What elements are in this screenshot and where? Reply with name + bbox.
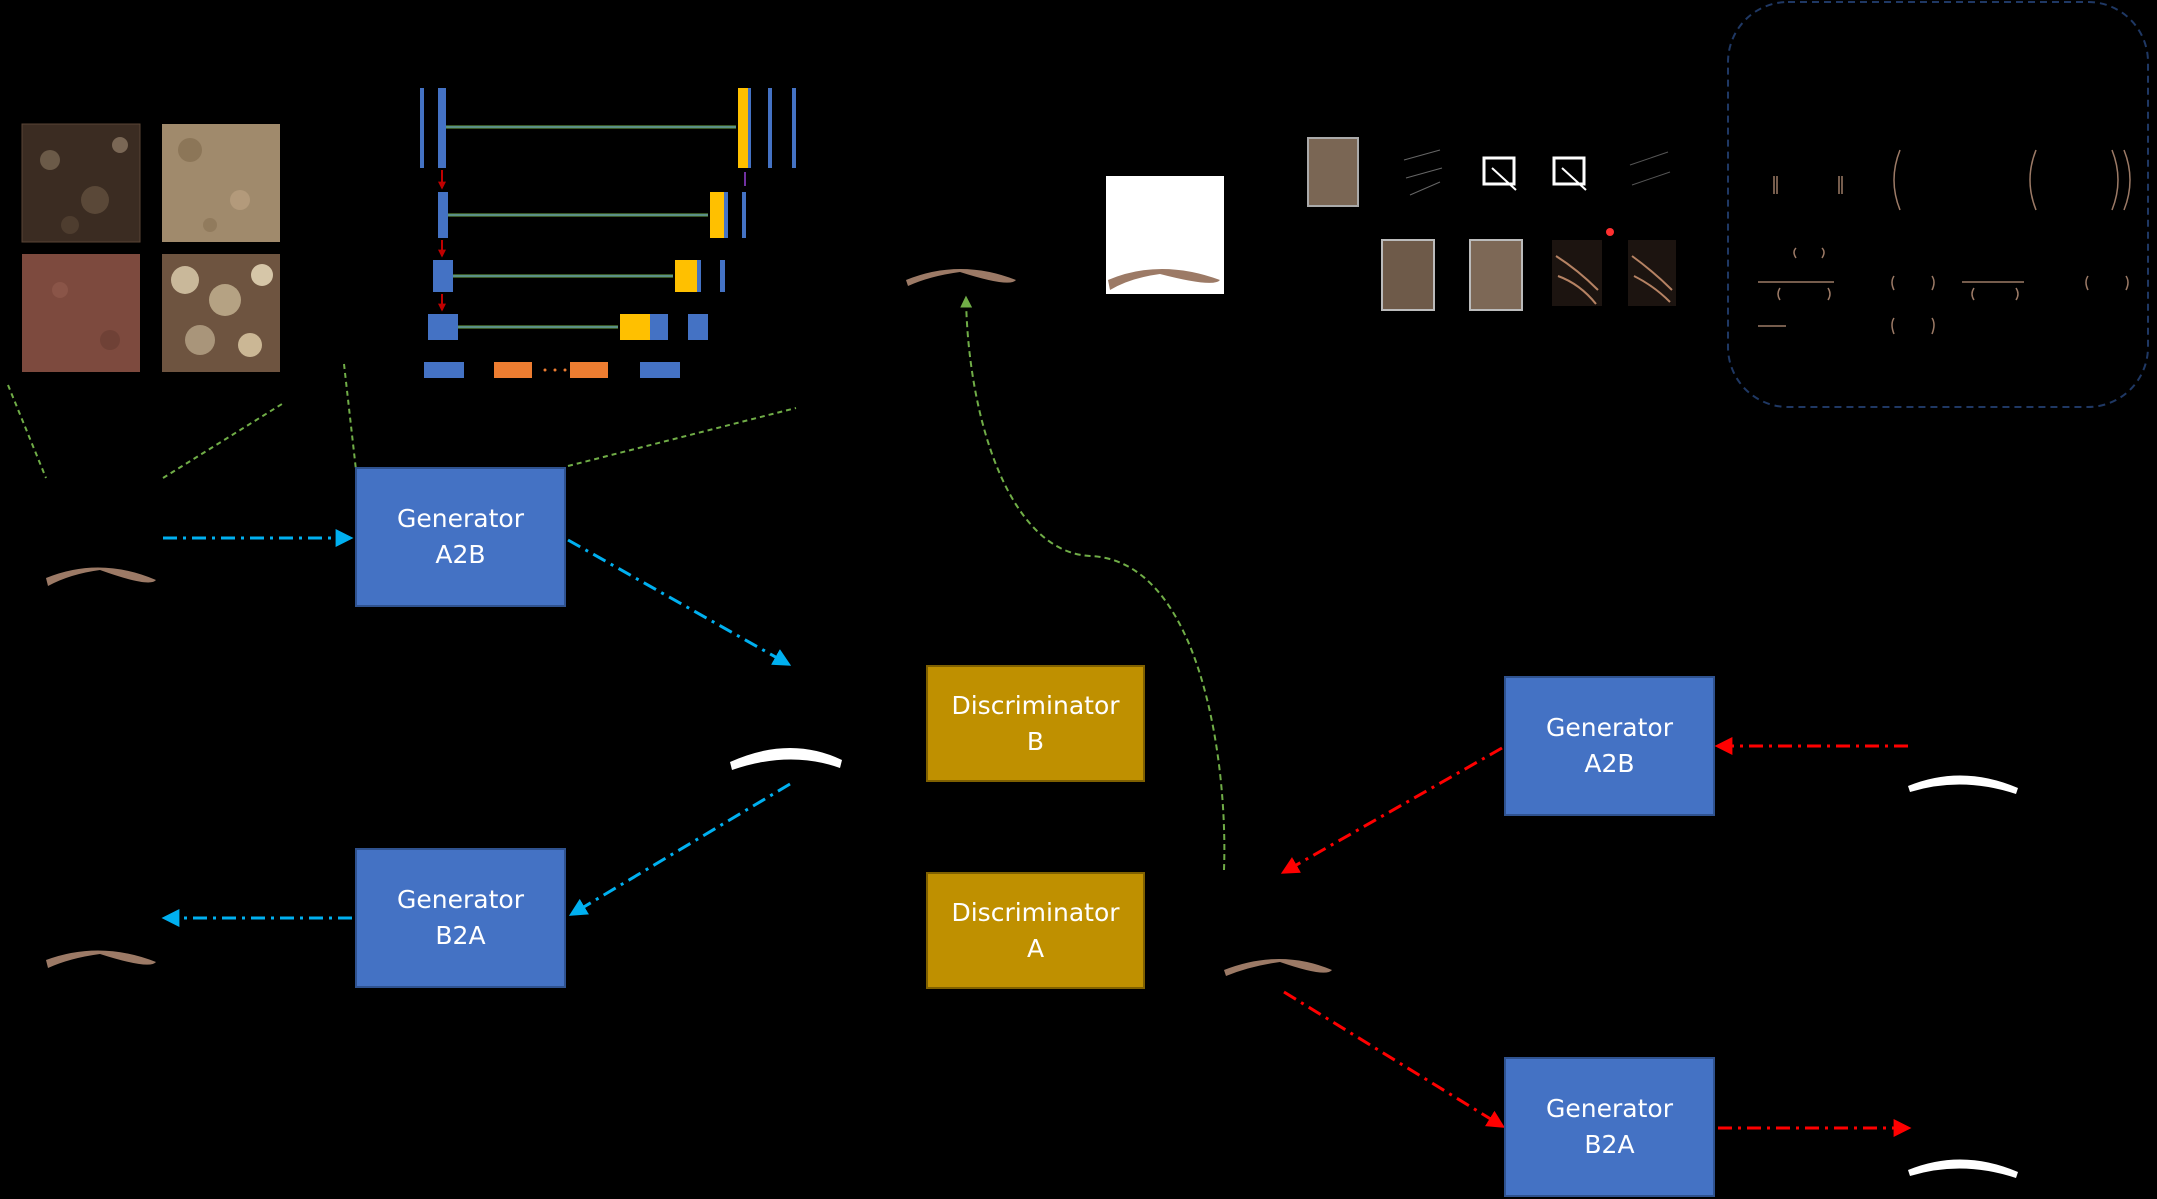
discriminator-b: Discriminator B — [926, 665, 1145, 782]
block-line2: B — [1026, 726, 1045, 756]
texture-samples — [21, 123, 280, 372]
crop-box-thumb — [1482, 156, 1516, 186]
rock-thumb — [1469, 239, 1523, 311]
block-line2: A2B — [1584, 749, 1635, 778]
unet-sketch — [420, 88, 796, 378]
rock-thumb — [1381, 239, 1435, 311]
cycle-arrows-right — [1280, 737, 1912, 1137]
block-line1: Discriminator — [951, 690, 1120, 720]
block-line2: B2A — [1584, 1130, 1635, 1159]
block-line1: Generator — [397, 504, 524, 533]
block-line1: Generator — [1546, 1094, 1673, 1123]
edge-map-thumb — [1402, 142, 1444, 200]
crack-mask-target-top — [1908, 775, 2018, 794]
generator-b2a-left: Generator B2A — [355, 848, 566, 988]
block-line1: Generator — [1546, 713, 1673, 742]
crack-overlay-thumb — [1552, 240, 1602, 306]
sand-texture — [162, 124, 280, 242]
generator-a2b-left: Generator A2B — [355, 467, 566, 607]
crack-sample-generated — [906, 269, 1016, 286]
block-line1: Generator — [397, 885, 524, 914]
block-line1: Discriminator — [951, 897, 1120, 927]
block-line2: B2A — [435, 921, 486, 950]
crack-overlay-thumb — [1628, 240, 1676, 306]
generator-b2a-right: Generator B2A — [1504, 1057, 1715, 1197]
block-line2: A2B — [435, 540, 486, 569]
edge-map-thumb — [1628, 142, 1672, 200]
crop-box-thumb — [1552, 156, 1586, 186]
discriminator-feedback-arrow — [960, 295, 1226, 871]
crack-sample-cycle — [1224, 959, 1332, 976]
generator-a2b-right: Generator A2B — [1504, 676, 1715, 816]
crack-mask-generated — [730, 747, 842, 770]
formula-panel — [1727, 1, 2149, 408]
guide-lines — [7, 363, 797, 479]
rock-thumb — [1307, 137, 1359, 207]
augmentation-thumbnails — [1307, 137, 1676, 311]
crack-sample-reconstructed — [46, 950, 156, 968]
block-line2: A — [1026, 933, 1045, 963]
crack-mask-target-bottom — [1908, 1159, 2018, 1178]
crack-sample-input — [46, 567, 156, 586]
discriminator-a: Discriminator A — [926, 872, 1145, 989]
cycle-arrows-left — [161, 529, 792, 927]
red-soil-texture — [22, 254, 140, 372]
